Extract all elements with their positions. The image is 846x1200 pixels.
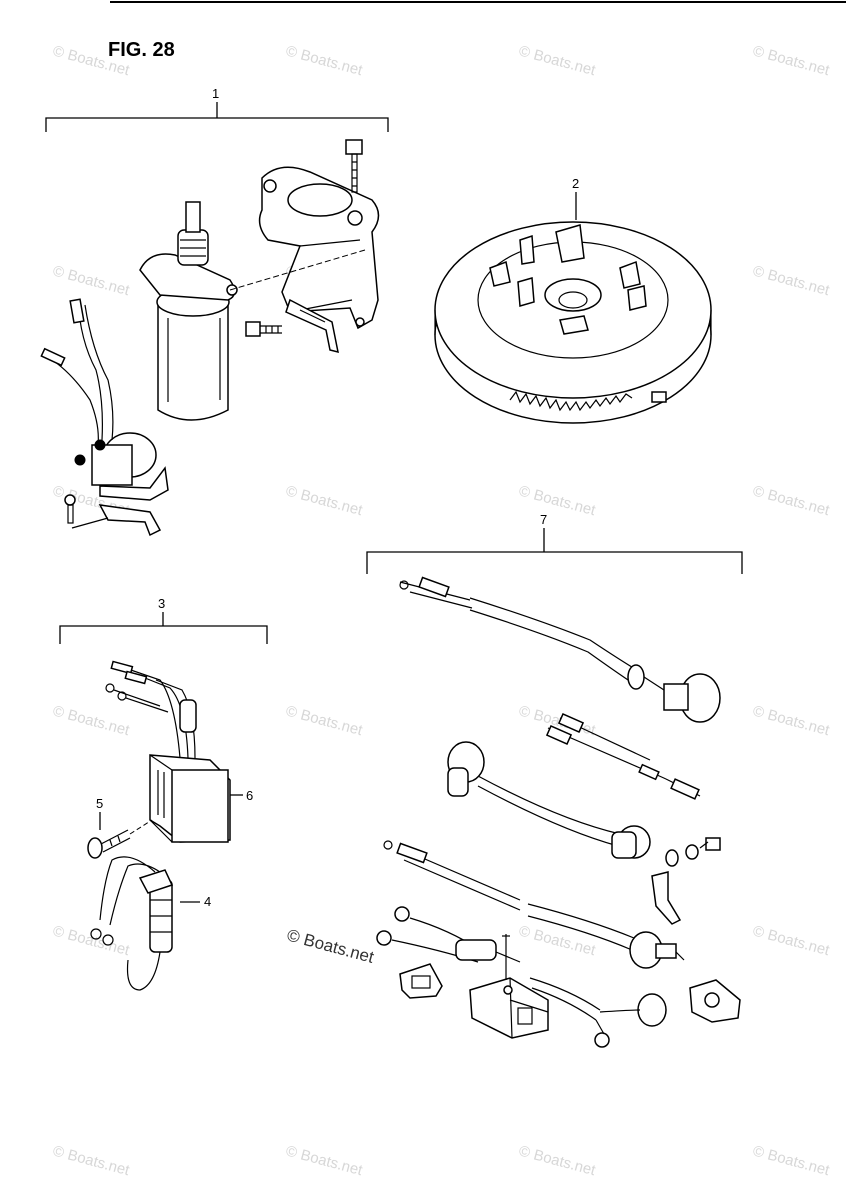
watermark-text: © Boats.net <box>51 1142 132 1179</box>
watermark-text: © Boats.net <box>751 262 832 299</box>
clamp-plate <box>285 298 339 354</box>
callout-6: 6 <box>230 788 253 803</box>
callout-group-3: 3 <box>59 596 268 644</box>
watermark-text: © Boats.net <box>517 1142 598 1179</box>
callout-label-2: 2 <box>572 176 579 191</box>
screw-5: 5 <box>87 796 153 859</box>
bolt-side <box>245 321 282 337</box>
bolt-washer-set <box>651 837 721 925</box>
watermark-text: © Boats.net <box>284 1142 365 1179</box>
watermark-text: © Boats.net <box>51 262 132 299</box>
watermark-text: © Boats.net <box>517 482 598 519</box>
callout-label-7: 7 <box>540 512 547 527</box>
callout-label-3: 3 <box>158 596 165 611</box>
callout-bracket-7 <box>366 528 743 574</box>
starter-solenoid <box>40 298 169 501</box>
ring-terminal-leads <box>376 906 521 963</box>
rubber-cap <box>399 963 443 999</box>
bolt-top <box>345 139 363 193</box>
flywheel <box>434 221 712 424</box>
callout-label-5: 5 <box>96 796 103 811</box>
watermark-text: © Boats.net <box>751 922 832 959</box>
switch-housing <box>469 934 549 1039</box>
callout-label-1: 1 <box>212 86 219 101</box>
condenser-4: 4 <box>90 856 211 991</box>
callout-label-4: 4 <box>204 894 211 909</box>
watermark-text: © Boats.net <box>751 1142 832 1179</box>
callout-bracket-3 <box>59 612 268 644</box>
watermark-main: © Boats.net <box>285 926 376 967</box>
watermark-text: © Boats.net <box>751 42 832 79</box>
starter-bracket <box>229 166 380 330</box>
watermark-text: © Boats.net <box>284 702 365 739</box>
callout-group-1: 1 <box>45 86 389 132</box>
wire-lead-short <box>545 712 701 800</box>
plug-cap-lead <box>447 741 651 859</box>
watermark-text: © Boats.net <box>284 42 365 79</box>
watermark-text: © Boats.net <box>751 482 832 519</box>
watermark-text: © Boats.net <box>51 702 132 739</box>
callout-group-2: 2 <box>572 176 579 220</box>
rectifier-unit <box>105 660 231 843</box>
watermark-text: © Boats.net <box>284 482 365 519</box>
wire-harness-top <box>399 576 721 723</box>
switch-lead-bottom <box>529 977 667 1048</box>
watermark-text: © Boats.net <box>51 922 132 959</box>
callout-group-7: 7 <box>366 512 743 574</box>
gasket-plate <box>689 979 741 1023</box>
wire-harness-long <box>383 840 685 969</box>
callout-bracket-1 <box>45 102 389 132</box>
figure-title: FIG. 28 <box>108 39 175 61</box>
callout-label-6: 6 <box>246 788 253 803</box>
solenoid-bracket <box>64 494 162 537</box>
starter-motor <box>139 201 238 421</box>
watermark-text: © Boats.net <box>751 702 832 739</box>
watermark-text: © Boats.net <box>517 922 598 959</box>
watermark-text: © Boats.net <box>517 42 598 79</box>
